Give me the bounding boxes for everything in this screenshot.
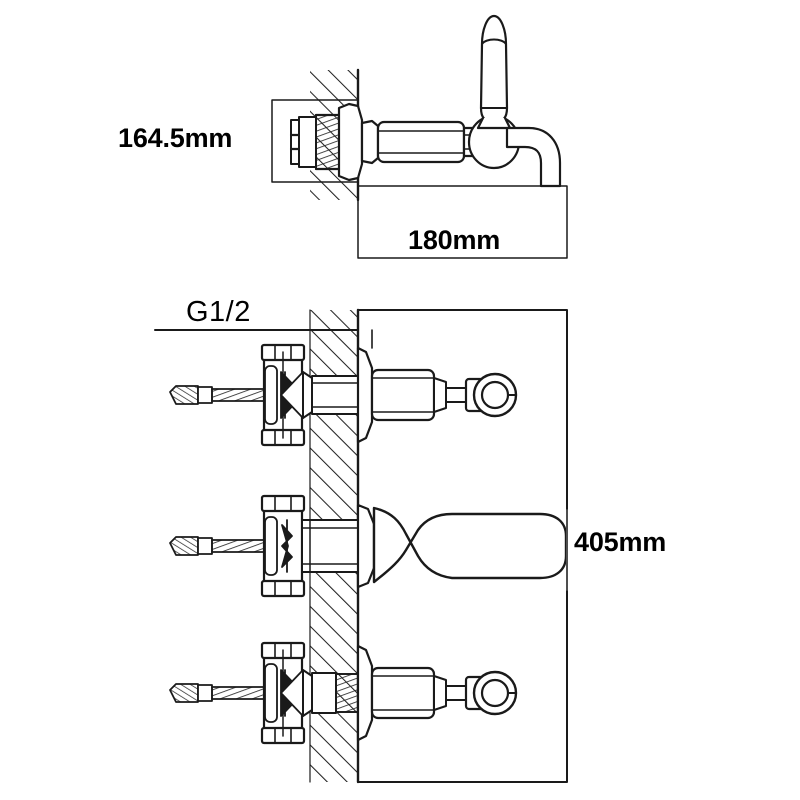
annotation-label-thread-size: G1/2 [186,296,251,328]
dimension-box-180 [357,185,568,259]
lever-handle-upper[interactable] [476,14,512,130]
dimension-label-405mm: 405mm [574,527,667,557]
center-spout-assembly [169,494,568,598]
inlet-connector-upper [289,113,341,171]
valve-assembly-bottom [169,641,518,745]
escutcheon-upper [337,102,364,182]
thread-leader-line [154,329,373,349]
curved-outlet-upper [505,126,562,188]
valve-assembly-top [169,343,518,447]
dimension-label-180mm: 180mm [408,225,501,255]
dimension-label-164mm: 164.5mm [118,123,233,153]
